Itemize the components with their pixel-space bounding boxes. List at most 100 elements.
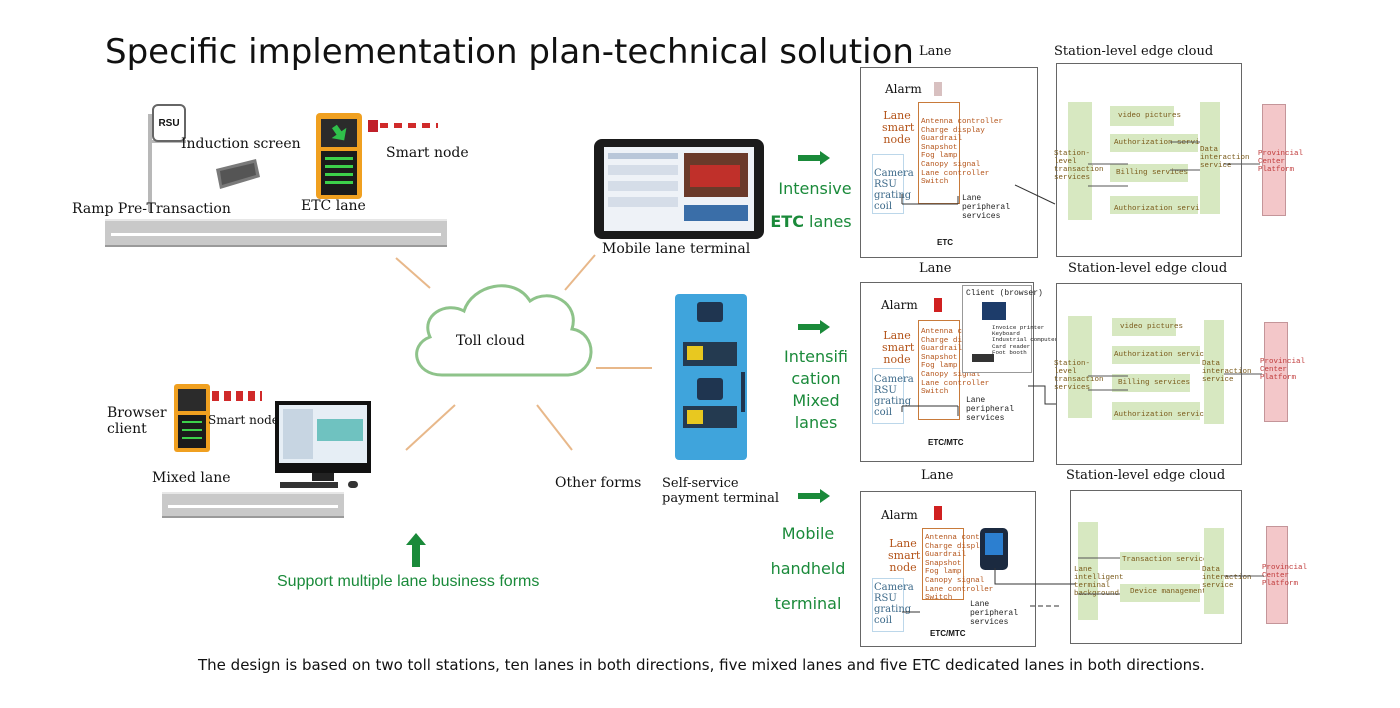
auth-label-2: Authorization service — [1114, 205, 1209, 213]
mobile-handheld-label: Mobile handheld terminal — [768, 516, 848, 621]
etc-bold: ETC — [770, 212, 804, 231]
computer-stand-icon — [312, 473, 334, 481]
station-title-3: Station-level edge cloud — [1066, 468, 1226, 483]
video-box — [1110, 106, 1174, 126]
peripheral-label-3: Lane peripheral services — [970, 600, 1019, 627]
cloud-icon — [415, 284, 593, 377]
etc-lane-label: ETC lane — [301, 198, 366, 214]
induction-screen-icon — [214, 155, 262, 191]
rsu-box: RSU — [152, 104, 186, 142]
video-label: video pictures — [1118, 112, 1182, 120]
client-browser-label: Client (browser) — [966, 289, 1043, 298]
mixed-lane-label: Mixed lane — [152, 470, 231, 486]
mobile-line-3: terminal — [774, 594, 842, 613]
auth-box-3 — [1112, 346, 1200, 364]
mobile-lane-terminal-label: Mobile lane terminal — [602, 241, 751, 257]
rsu-label: RSU — [158, 117, 180, 129]
provincial-label: Provincial Center Platform — [1258, 150, 1304, 174]
ramp-pre-transaction-label: Ramp Pre-Transaction — [72, 201, 231, 217]
billing-label: Billing services — [1116, 169, 1189, 177]
camera-rsu-label-3: Camera RSU grating coil — [874, 582, 914, 626]
arrow-right-icon — [798, 320, 830, 334]
computer-monitor-icon — [275, 401, 371, 473]
billing-box — [1110, 164, 1188, 182]
mobile-line-1: Mobile — [781, 524, 835, 543]
up-arrow-icon — [406, 533, 426, 567]
lane-intelligent-box — [1078, 522, 1098, 620]
keyboard-icon — [280, 482, 338, 488]
billing-label-2: Billing services — [1118, 379, 1191, 387]
support-note: Support multiple lane business forms — [277, 573, 540, 590]
client-device-list: Invoice printer Keyboard Industrial comp… — [992, 324, 1059, 356]
provincial-label-3: Provincial Center Platform — [1262, 564, 1308, 588]
station-tx-box-2 — [1068, 316, 1092, 418]
etc-panel-label: ETC — [937, 238, 953, 247]
data-interaction-label-2: Data interaction service — [1202, 360, 1252, 384]
etc-mtc-panel-label: ETC/MTC — [928, 438, 964, 447]
alarm-label-3: Alarm — [881, 508, 918, 522]
camera-rsu-label: Camera RSU grating coil — [874, 168, 914, 212]
data-interaction-label: Data interaction service — [1200, 146, 1250, 170]
provincial-box-2 — [1264, 322, 1288, 422]
handheld-terminal-icon — [980, 528, 1008, 570]
auth-box-1 — [1110, 134, 1198, 152]
mixed-lanes-label: Intensifi cation Mixed lanes — [778, 346, 854, 434]
alarm-light-icon — [934, 506, 942, 520]
mobile-line-2: handheld — [770, 559, 846, 578]
client-pc-icon — [982, 302, 1006, 320]
video-label-2: video pictures — [1120, 323, 1184, 331]
alarm-light-icon — [934, 298, 942, 312]
data-interaction-box — [1200, 102, 1220, 214]
mixed-line-3: Mixed — [792, 391, 840, 410]
rsu-gantry: RSU — [148, 104, 188, 214]
lane-title: Lane — [919, 44, 952, 59]
smart-node-small-label: Smart node — [208, 413, 279, 427]
auth-box-2 — [1110, 196, 1198, 214]
induction-screen-label: Induction screen — [181, 136, 301, 152]
provincial-box — [1262, 104, 1286, 216]
camera-rsu-label-2: Camera RSU grating coil — [874, 374, 914, 418]
station-title: Station-level edge cloud — [1054, 44, 1214, 59]
browser-client-label: Browser client — [107, 405, 167, 437]
lane-controller-box — [918, 102, 960, 204]
page-title: Specific implementation plan-technical s… — [105, 32, 914, 72]
device-mgmt-box — [1120, 584, 1200, 602]
panel-connector-lines — [901, 141, 1264, 613]
station-tx-box — [1068, 102, 1092, 220]
peripheral-label-2: Lane peripheral services — [966, 396, 1015, 423]
camera-rsu-box — [872, 154, 904, 214]
footer-note: The design is based on two toll stations… — [198, 656, 1205, 674]
toll-cloud-label: Toll cloud — [456, 333, 525, 349]
smart-node-label: Smart node — [386, 145, 469, 161]
mouse-icon — [348, 481, 358, 488]
mixed-line-2: cation — [791, 369, 841, 388]
toll-cloud: Toll cloud — [402, 267, 600, 387]
arrow-right-icon — [798, 489, 830, 503]
road-bottom — [162, 492, 344, 518]
mixed-line-4: lanes — [794, 413, 838, 432]
self-service-terminal-icon — [675, 294, 747, 460]
mobile-lane-terminal-icon — [594, 139, 764, 239]
device-mgmt-label: Device management — [1130, 588, 1207, 596]
station-tx-label-2: Station-level transaction services — [1054, 360, 1104, 392]
camera-rsu-box-3 — [872, 578, 904, 632]
lane-smart-node-label-2: Lane smart node — [882, 329, 915, 366]
mixed-line-1: Intensifi — [784, 347, 848, 366]
station-title-2: Station-level edge cloud — [1068, 261, 1228, 276]
lane-controller-box-2 — [918, 320, 960, 420]
transaction-box — [1120, 552, 1200, 570]
printer-icon — [972, 354, 994, 362]
transaction-label: Transaction services — [1122, 556, 1213, 564]
lane-device-list: Antenna controller Charge display Guardr… — [921, 118, 1004, 187]
data-interaction-box-3 — [1204, 528, 1224, 614]
video-box-2 — [1112, 318, 1176, 336]
etc-lanes-label: ETC lanes — [766, 211, 856, 233]
road-top — [105, 219, 447, 247]
arrow-right-icon — [798, 151, 830, 165]
mixed-barrier-icon — [212, 391, 262, 401]
intensive-label: Intensive — [778, 179, 852, 198]
lane-title-2: Lane — [919, 261, 952, 276]
cloud-connector-lines — [395, 254, 652, 451]
etc-mtc-panel-label-2: ETC/MTC — [930, 629, 966, 638]
station-tx-label: Station-level transaction services — [1054, 150, 1104, 182]
